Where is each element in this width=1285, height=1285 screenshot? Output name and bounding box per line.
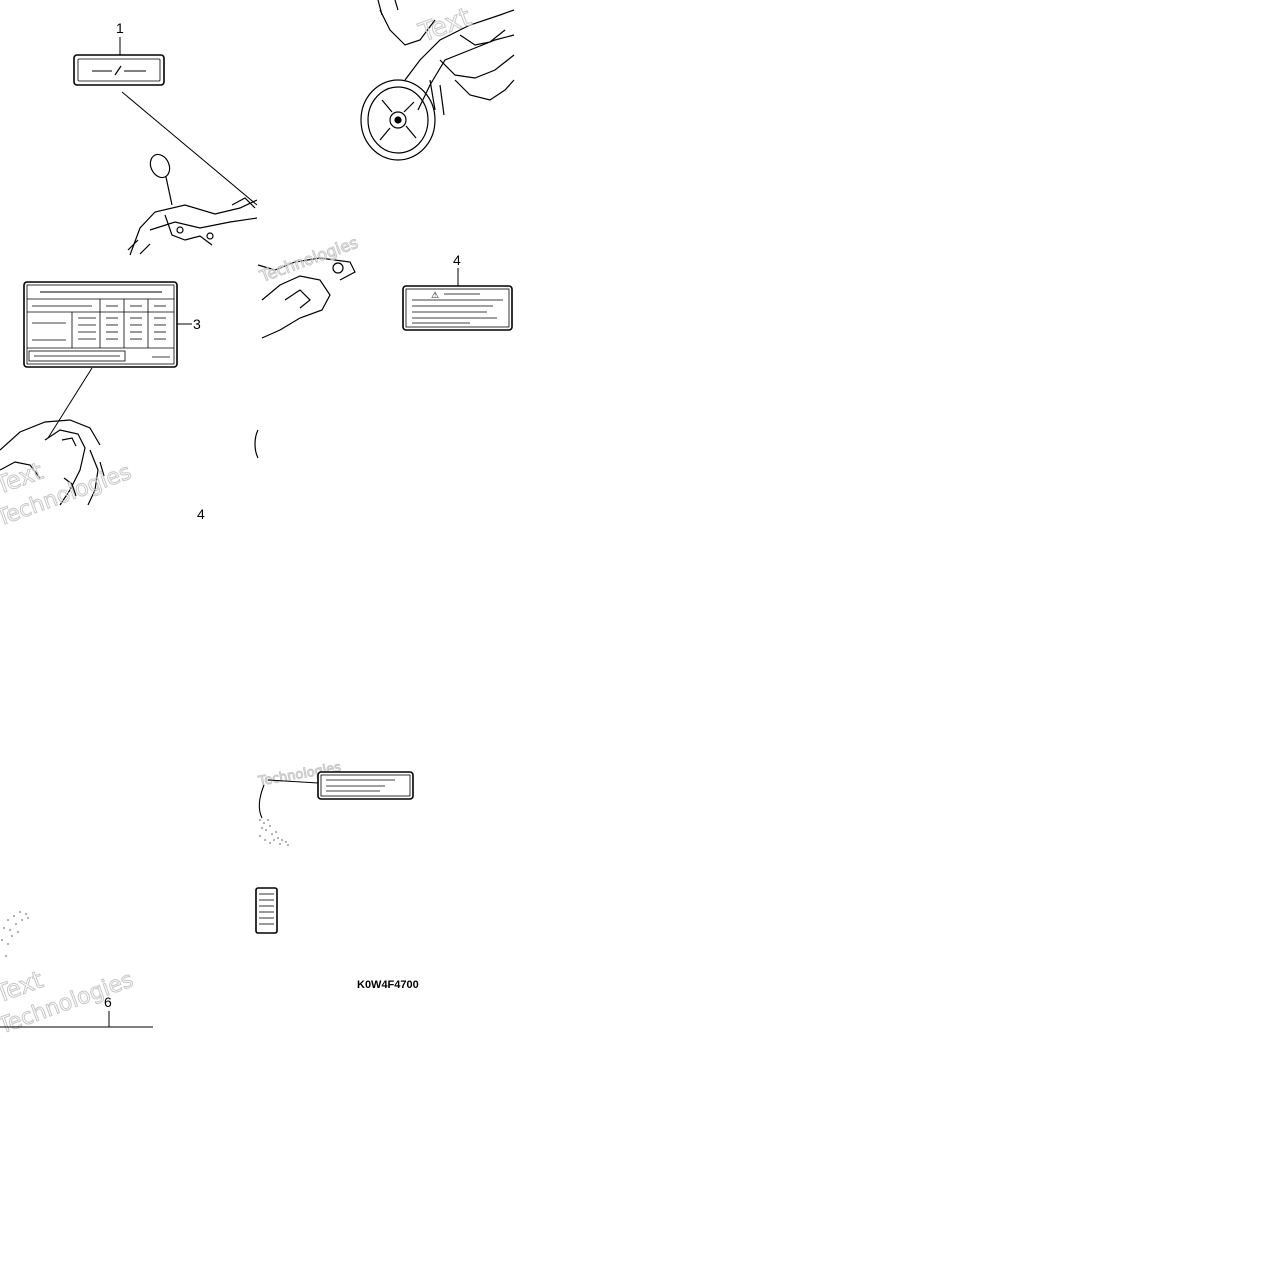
callout-4-partial: 4 <box>197 506 205 522</box>
label-small-illustration <box>255 887 278 934</box>
tile-middle-left: 3 Text Technologies 4 <box>0 281 205 533</box>
label-3-illustration <box>23 281 178 368</box>
label-5-illustration <box>317 771 414 800</box>
callout-6: 6 <box>104 994 112 1010</box>
callout-4: 4 <box>453 252 461 268</box>
tile-lower-middle: Technologies K0W4F4700 <box>255 760 419 991</box>
warning-icon: ⚠ <box>431 291 439 301</box>
watermark-lower-left: Text Technologies <box>0 965 137 1040</box>
body-sketch <box>254 257 356 459</box>
tile-middle: Technologies 4 ⚠ <box>254 232 513 459</box>
stipple-lower-left <box>1 911 29 957</box>
tile-top-left: 1 <box>73 20 258 256</box>
tile-lower-left: Text Technologies 6 <box>0 911 153 1040</box>
watermark-top: Text <box>414 2 476 50</box>
watermark-middle-left: Text Technologies <box>0 457 135 533</box>
label-4-illustration: ⚠ <box>402 285 513 331</box>
stipple-patch <box>259 819 289 846</box>
rear-seat-sketch <box>0 419 105 506</box>
watermark-text: Text <box>414 2 475 49</box>
motorcycle-front-sketch <box>127 153 258 256</box>
tile-top-middle: Text <box>360 0 515 161</box>
part-code: K0W4F4700 <box>357 979 419 991</box>
callout-1: 1 <box>116 20 124 36</box>
front-wheel-sketch <box>360 0 515 161</box>
callout-3: 3 <box>193 316 201 332</box>
label-1-illustration <box>73 54 165 86</box>
